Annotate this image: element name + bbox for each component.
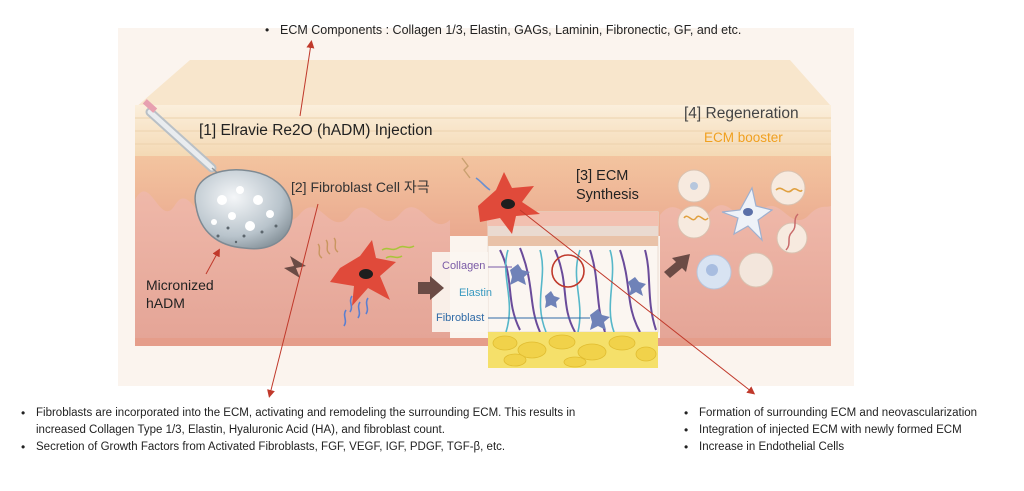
pointer-fibroblast-notes: [267, 203, 319, 398]
fibroblast-label: Fibroblast: [436, 312, 485, 324]
step3-label-line2: Synthesis: [576, 187, 639, 203]
collagen-label: Collagen: [442, 260, 486, 272]
note-item: Fibroblasts are incorporated into the EC…: [21, 405, 578, 439]
ecm-components-note: ECM Components : Collagen 1/3, Elastin, …: [262, 22, 741, 39]
ecm-booster-label: ECM booster: [704, 130, 783, 145]
flow-arrow-3: [664, 254, 690, 278]
pointer-regeneration-notes: [519, 209, 756, 395]
micronized-label-line2: hADM: [146, 295, 185, 311]
step4-label: [4] Regeneration: [684, 105, 799, 122]
note-item: Secretion of Growth Factors from Activat…: [21, 439, 578, 456]
regeneration-illustration: [677, 169, 808, 290]
ecm-highlight-circle: [551, 254, 585, 288]
elastin-label: Elastin: [459, 287, 493, 299]
fibroblast-cell-3: [478, 172, 540, 234]
step1-label: [1] Elravie Re2O (hADM) Injection: [199, 122, 433, 139]
step3-label-line1: [3] ECM: [576, 168, 629, 184]
micronized-label-line1: Micronized: [146, 277, 214, 293]
note-item: Integration of injected ECM with newly f…: [684, 422, 977, 439]
flow-arrow-1: [284, 256, 306, 278]
pointer-ecm-components: [299, 40, 315, 117]
micronized-hadm-label: Micronized hADM: [146, 276, 214, 312]
note-item: Increase in Endothelial Cells: [684, 439, 977, 456]
note-item: ECM Components : Collagen 1/3, Elastin, …: [265, 22, 741, 39]
fibroblast-cell-2: [330, 240, 396, 306]
hadm-sphere: [194, 169, 293, 250]
fibroblast-notes: Fibroblasts are incorporated into the EC…: [18, 405, 578, 456]
step2-label: [2] Fibroblast Cell 자극: [291, 179, 430, 195]
pointer-micronized: [205, 248, 220, 275]
skin-top-face: [135, 60, 830, 108]
regeneration-notes: Formation of surrounding ECM and neovasc…: [681, 405, 977, 456]
step3-label: [3] ECM Synthesis: [576, 167, 639, 205]
flow-arrow-2: [418, 276, 444, 300]
note-item: Formation of surrounding ECM and neovasc…: [684, 405, 977, 422]
